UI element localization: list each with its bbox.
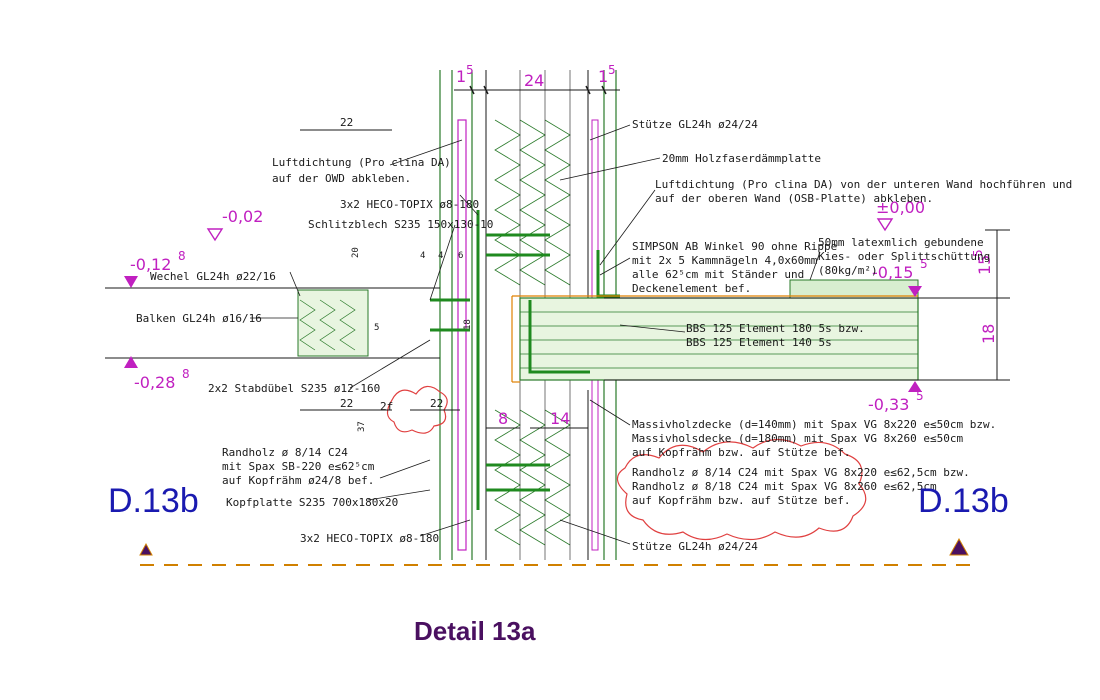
level-0128: -0,12 — [130, 255, 171, 274]
dim-top-mid: 24 — [524, 71, 544, 90]
dim-top-right-sup: 5 — [608, 63, 616, 77]
label-randholz-l2: mit Spax SB-220 e≤62⁵cm — [222, 460, 375, 473]
slab-group — [105, 279, 990, 381]
label-schlitzblech: Schlitzblech S235 150x130-10 — [308, 218, 493, 231]
label-simpson-2: mit 2x 5 Kammnägeln 4,0x60mm — [632, 254, 818, 267]
svg-text:2f: 2f — [380, 400, 393, 413]
detail-title: Detail 13a — [414, 616, 536, 646]
dim-8: 8 — [498, 409, 508, 428]
label-heco-top: 3x2 HECO-TOPIX ø8-180 — [340, 198, 479, 211]
label-balken: Balken GL24h ø16/16 — [136, 312, 262, 325]
label-schuettung-2: Kies- oder Splittschüttung — [818, 250, 990, 263]
label-heco-bottom: 3x2 HECO-TOPIX ø8-180 — [300, 532, 439, 545]
label-schuettung-3: (80kg/m²) — [818, 264, 878, 277]
label-randholz-l1: Randholz ø 8/14 C24 — [222, 446, 348, 459]
label-randholz-r2: Randholz ø 8/18 C24 mit Spax VG 8x260 e≤… — [632, 480, 937, 493]
svg-text:37: 37 — [357, 421, 367, 432]
svg-text:4: 4 — [438, 251, 443, 261]
dim-top-right: 1 — [598, 67, 608, 86]
membrane-lines — [511, 295, 918, 383]
svg-text:15: 15 — [975, 255, 994, 275]
dim-18: 18 — [979, 324, 998, 344]
revision-clouds — [386, 385, 867, 541]
label-massivholz-1: Massivholzdecke (d=140mm) mit Spax VG 8x… — [632, 418, 996, 431]
label-massivholz-2: Massivholsdecke (d=180mm) mit Spax VG 8x… — [632, 432, 964, 445]
label-bbs-2: BBS 125 Element 140 5s — [686, 336, 832, 349]
column-group — [439, 70, 617, 560]
small-dimensions: 4 4 6 5 20 37 18 2f — [351, 247, 473, 432]
label-schuettung-1: 50mm latexmlich gebundene — [818, 236, 984, 249]
label-luftdichtung-2a: Luftdichtung (Pro clina DA) von der unte… — [655, 178, 1072, 191]
svg-text:5: 5 — [916, 389, 924, 403]
svg-text:18: 18 — [979, 324, 998, 344]
level-0155: -0,15 — [872, 263, 913, 282]
label-simpson-1: SIMPSON AB Winkel 90 ohne Rippe — [632, 240, 837, 253]
label-wechsel: Wechel GL24h ø22/16 — [150, 270, 276, 283]
label-luftdichtung-1a: Luftdichtung (Pro clina DA) — [272, 156, 451, 169]
annotations: Luftdichtung (Pro clina DA) auf der OWD … — [136, 118, 1072, 553]
svg-text:5: 5 — [374, 323, 379, 333]
svg-text:5: 5 — [920, 257, 928, 271]
svg-text:5: 5 — [971, 249, 985, 257]
label-stabduebel: 2x2 Stabdübel S235 ø12-160 — [208, 382, 380, 395]
section-cut — [139, 537, 970, 566]
svg-text:4: 4 — [420, 251, 425, 261]
dimension-ticks — [469, 85, 607, 95]
label-randholz-r1: Randholz ø 8/14 C24 mit Spax VG 8x220 e≤… — [632, 466, 970, 479]
dim-top-left-sup: 5 — [466, 63, 474, 77]
dim-22-top: 22 — [340, 116, 353, 129]
label-randholz-l3: auf Kopfrähm ø24/8 bef. — [222, 474, 374, 487]
dim-22-bottom: 22 — [340, 397, 353, 410]
svg-text:20: 20 — [351, 247, 361, 258]
svg-text:18: 18 — [463, 319, 473, 330]
label-bbs-1: BBS 125 Element 180 5s bzw. — [686, 322, 865, 335]
svg-text:6: 6 — [458, 251, 463, 261]
level-0288: -0,28 — [134, 373, 175, 392]
top-dimensions — [300, 89, 1010, 429]
section-marker-left: D.13b — [108, 482, 199, 520]
label-massivholz-3: auf Kopfrähm bzw. auf Stütze bef. — [632, 446, 851, 459]
label-stuetze-top: Stütze GL24h ø24/24 — [632, 118, 758, 131]
label-simpson-4: Deckenelement bef. — [632, 282, 751, 295]
level-002: -0,02 — [222, 207, 263, 226]
leader-lines — [250, 124, 821, 545]
level-markers: -0,02 -0,12 8 -0,28 8 ±0,00 -0,15 5 -0,3… — [124, 198, 928, 414]
dim-22-bottom2: 22 — [430, 397, 443, 410]
label-luftdichtung-1b: auf der OWD abkleben. — [272, 172, 411, 185]
level-0335: -0,33 — [868, 395, 909, 414]
label-simpson-3: alle 62⁵cm mit Ständer und — [632, 268, 804, 281]
svg-text:8: 8 — [178, 249, 186, 263]
label-holzfaser: 20mm Holzfaserdämmplatte — [662, 152, 821, 165]
dim-top-left: 1 — [456, 67, 466, 86]
section-marker-right: D.13b — [918, 482, 1009, 520]
dim-14: 14 — [550, 409, 570, 428]
dim-155: 15 5 — [971, 249, 994, 275]
label-stuetze-bottom: Stütze GL24h ø24/24 — [632, 540, 758, 553]
label-kopfplatte: Kopfplatte S235 700x180x20 — [226, 496, 398, 509]
label-randholz-r3: auf Kopfrähm bzw. auf Stütze bef. — [632, 494, 851, 507]
svg-text:8: 8 — [182, 367, 190, 381]
label-luftdichtung-2b: auf der oberen Wand (OSB-Platte) abklebe… — [655, 192, 933, 205]
level-000: ±0,00 — [876, 198, 925, 217]
